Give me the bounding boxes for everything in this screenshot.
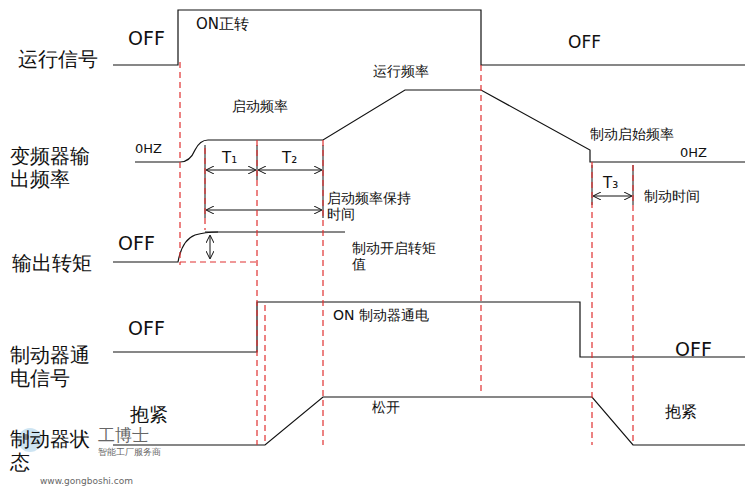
state-text: OFF [128,318,165,340]
torque-leader [205,232,345,233]
t3-arrow [594,196,631,197]
brake-state-trace [113,397,745,445]
state-text: 抱紧 [665,403,697,421]
state-text: OFF [568,33,601,53]
signal-name: 运行信号 [18,48,98,71]
signal-name: 制动器通电信号 [10,344,94,390]
torque-arrow [210,236,211,258]
level-value: 0HZ [135,142,162,157]
torque-note: 制动开启转矩值 [352,240,440,272]
signal-name: 输出转矩 [12,252,92,275]
time-symbol: T₂ [282,150,297,167]
state-text: 抱紧 [130,404,168,426]
state-text: OFF [118,233,155,255]
extension-lines [205,145,633,218]
t1-arrow [207,170,255,171]
watermark: 工博士 [98,426,149,446]
run-signal-trace [113,10,745,65]
state-text: OFF [128,28,165,50]
time-symbol: T₁ [222,150,237,167]
state-text: ON 制动器通电 [333,307,429,323]
state-text: 松开 [372,399,400,415]
state-text: OFF [675,339,712,361]
time-name: 启动频率保持时间 [327,190,415,222]
hold-time-arrow [207,210,321,211]
red-guides [180,62,633,445]
signal-name: 变频器输出频率 [10,145,94,191]
watermark: 智能工厂服务商 [98,447,161,457]
brake-signal-trace [113,302,745,357]
level-value: 0HZ [680,146,707,161]
signal-name: 制动器状态 [10,428,94,474]
watermark: www.gongboshi.com [40,476,133,486]
level-name: 启动频率 [232,98,288,114]
state-text: ON正转 [196,16,249,33]
level-name: 运行频率 [373,63,429,79]
t2-arrow [259,170,321,171]
level-name: 制动启始频率 [590,126,674,142]
torque-trace [113,232,218,262]
time-symbol: T₃ [603,175,618,192]
time-name: 制动时间 [644,188,700,204]
